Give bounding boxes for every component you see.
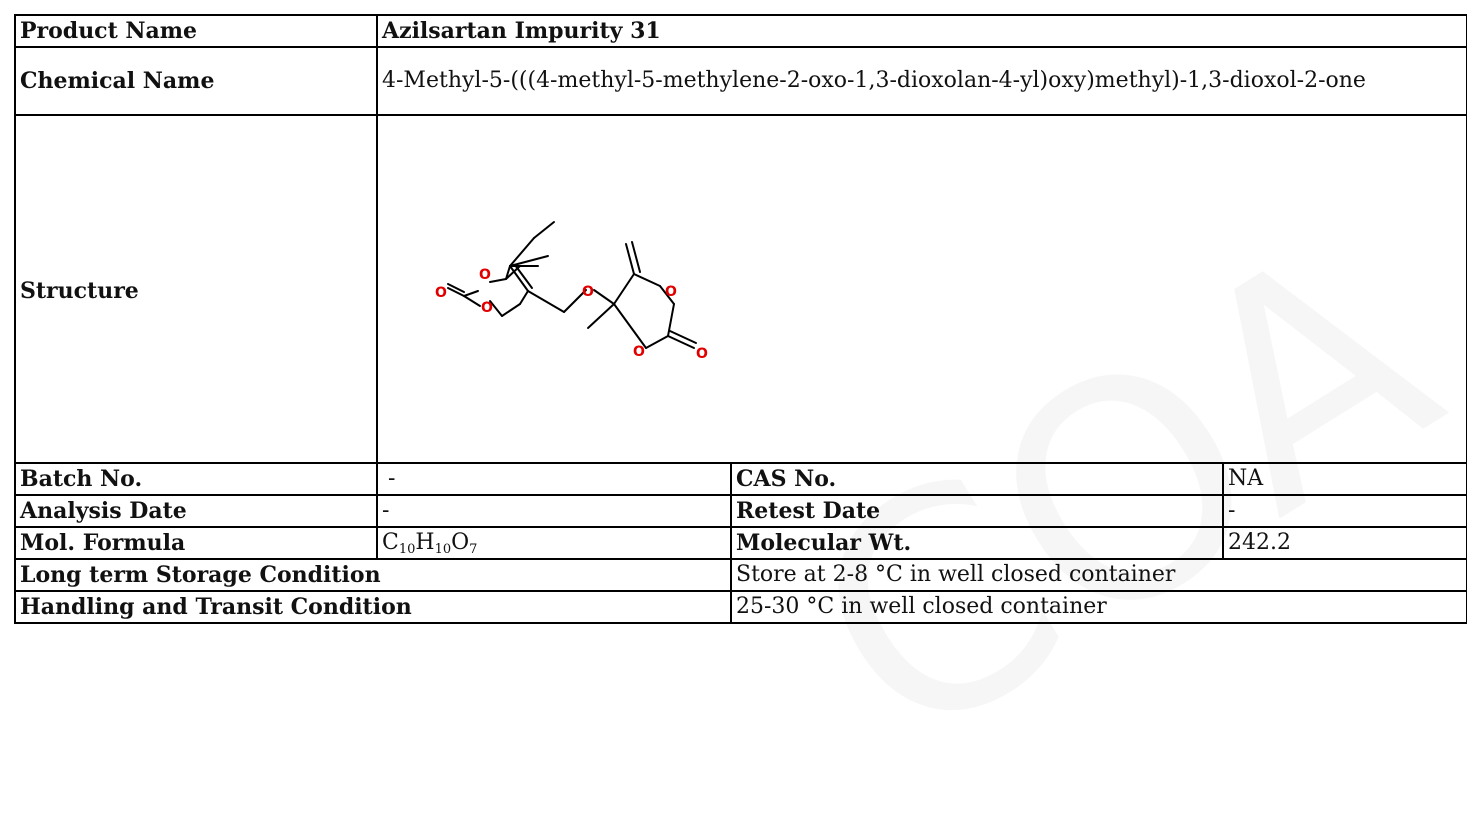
product-name-row: Product Name Azilsartan Impurity 31 — [14, 14, 1467, 48]
atom-o-ring-left-bottom: O — [481, 300, 493, 316]
atom-o-ring-left-top: O — [479, 267, 491, 283]
cas-no-value: NA — [1222, 462, 1467, 496]
retest-date-value: - — [1222, 494, 1467, 528]
molecular-wt-label: Molecular Wt. — [730, 526, 1224, 560]
atom-o-carbonyl-right: O — [696, 346, 708, 362]
formula-weight-row: Mol. Formula C10H10O7 Molecular Wt. 242.… — [14, 526, 1467, 560]
batch-no-label: Batch No. — [14, 462, 378, 496]
product-name-value: Azilsartan Impurity 31 — [376, 14, 1467, 48]
batch-no-value: - — [376, 462, 732, 496]
batch-cas-row: Batch No. - CAS No. NA — [14, 462, 1467, 496]
mol-formula-value: C10H10O7 — [376, 526, 732, 560]
handling-row: Handling and Transit Condition 25-30 °C … — [14, 590, 1467, 624]
chemical-name-label: Chemical Name — [14, 46, 378, 116]
analysis-date-label: Analysis Date — [14, 494, 378, 528]
cas-no-label: CAS No. — [730, 462, 1224, 496]
analysis-date-value: - — [376, 494, 732, 528]
storage-value: Store at 2-8 °C in well closed container — [730, 558, 1467, 592]
molecular-wt-value: 242.2 — [1222, 526, 1467, 560]
chemical-structure-drawing: O O O O O O O — [435, 221, 708, 362]
chemical-name-value: 4-Methyl-5-(((4-methyl-5-methylene-2-oxo… — [376, 46, 1467, 116]
atom-o-ring-right-bottom: O — [633, 344, 645, 360]
atom-o-ether: O — [582, 284, 594, 300]
storage-label: Long term Storage Condition — [14, 558, 732, 592]
atom-o-ring-right-top: O — [665, 284, 677, 300]
product-name-label: Product Name — [14, 14, 378, 48]
dates-row: Analysis Date - Retest Date - — [14, 494, 1467, 528]
chemical-name-row: Chemical Name 4-Methyl-5-(((4-methyl-5-m… — [14, 46, 1467, 116]
atom-o-carbonyl-left: O — [435, 285, 447, 301]
coa-table: Product Name Azilsartan Impurity 31 Chem… — [14, 14, 1467, 624]
structure-row: Structure — [14, 114, 1467, 464]
storage-row: Long term Storage Condition Store at 2-8… — [14, 558, 1467, 592]
structure-image: O O O O O O O — [376, 114, 1467, 464]
handling-value: 25-30 °C in well closed container — [730, 590, 1467, 624]
handling-label: Handling and Transit Condition — [14, 590, 732, 624]
retest-date-label: Retest Date — [730, 494, 1224, 528]
mol-formula-label: Mol. Formula — [14, 526, 378, 560]
structure-label: Structure — [14, 114, 378, 464]
